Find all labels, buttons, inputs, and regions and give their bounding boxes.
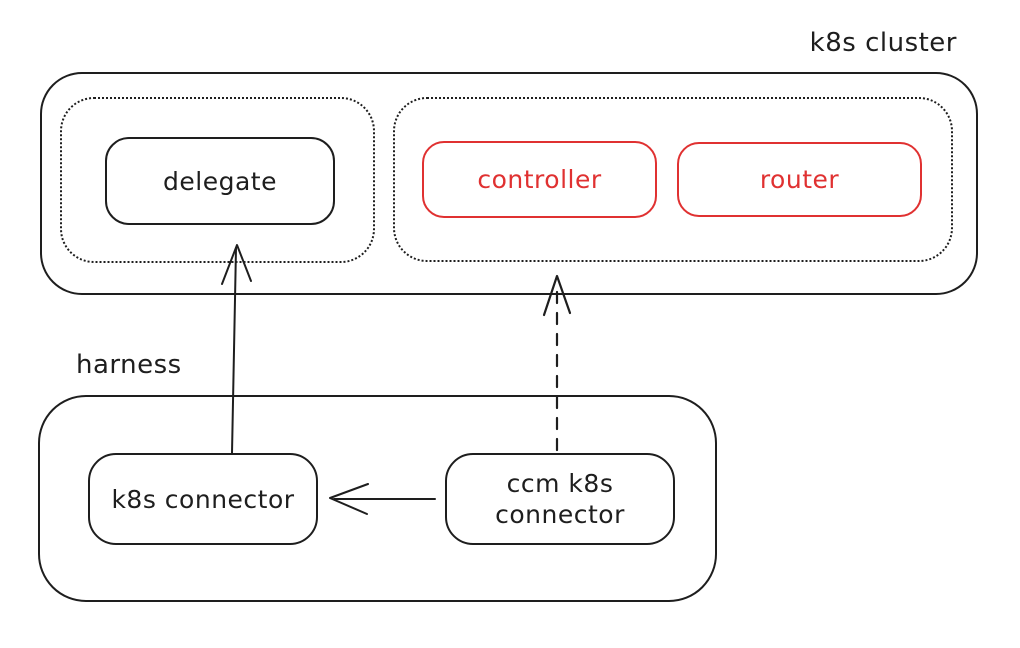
k8s-connector-node-label: k8s connector <box>111 484 295 514</box>
ccm-k8s-connector-node: ccm k8s connector <box>445 453 675 545</box>
cluster-label: k8s cluster <box>809 28 957 58</box>
ccm-k8s-connector-label-line1: ccm k8s <box>506 469 614 498</box>
delegate-node-label: delegate <box>163 166 277 196</box>
harness-container <box>38 395 717 602</box>
router-node: router <box>677 142 922 217</box>
k8s-connector-node: k8s connector <box>88 453 318 545</box>
controller-node-label: controller <box>477 165 602 194</box>
delegate-dotted-group <box>60 97 375 263</box>
delegate-node: delegate <box>105 137 335 225</box>
harness-label: harness <box>76 350 182 380</box>
controller-node: controller <box>422 141 657 218</box>
k8s-cluster-container <box>40 72 978 295</box>
router-node-label: router <box>759 165 840 194</box>
ccm-dotted-group <box>393 97 953 262</box>
ccm-k8s-connector-label-line2: connector <box>495 500 625 529</box>
